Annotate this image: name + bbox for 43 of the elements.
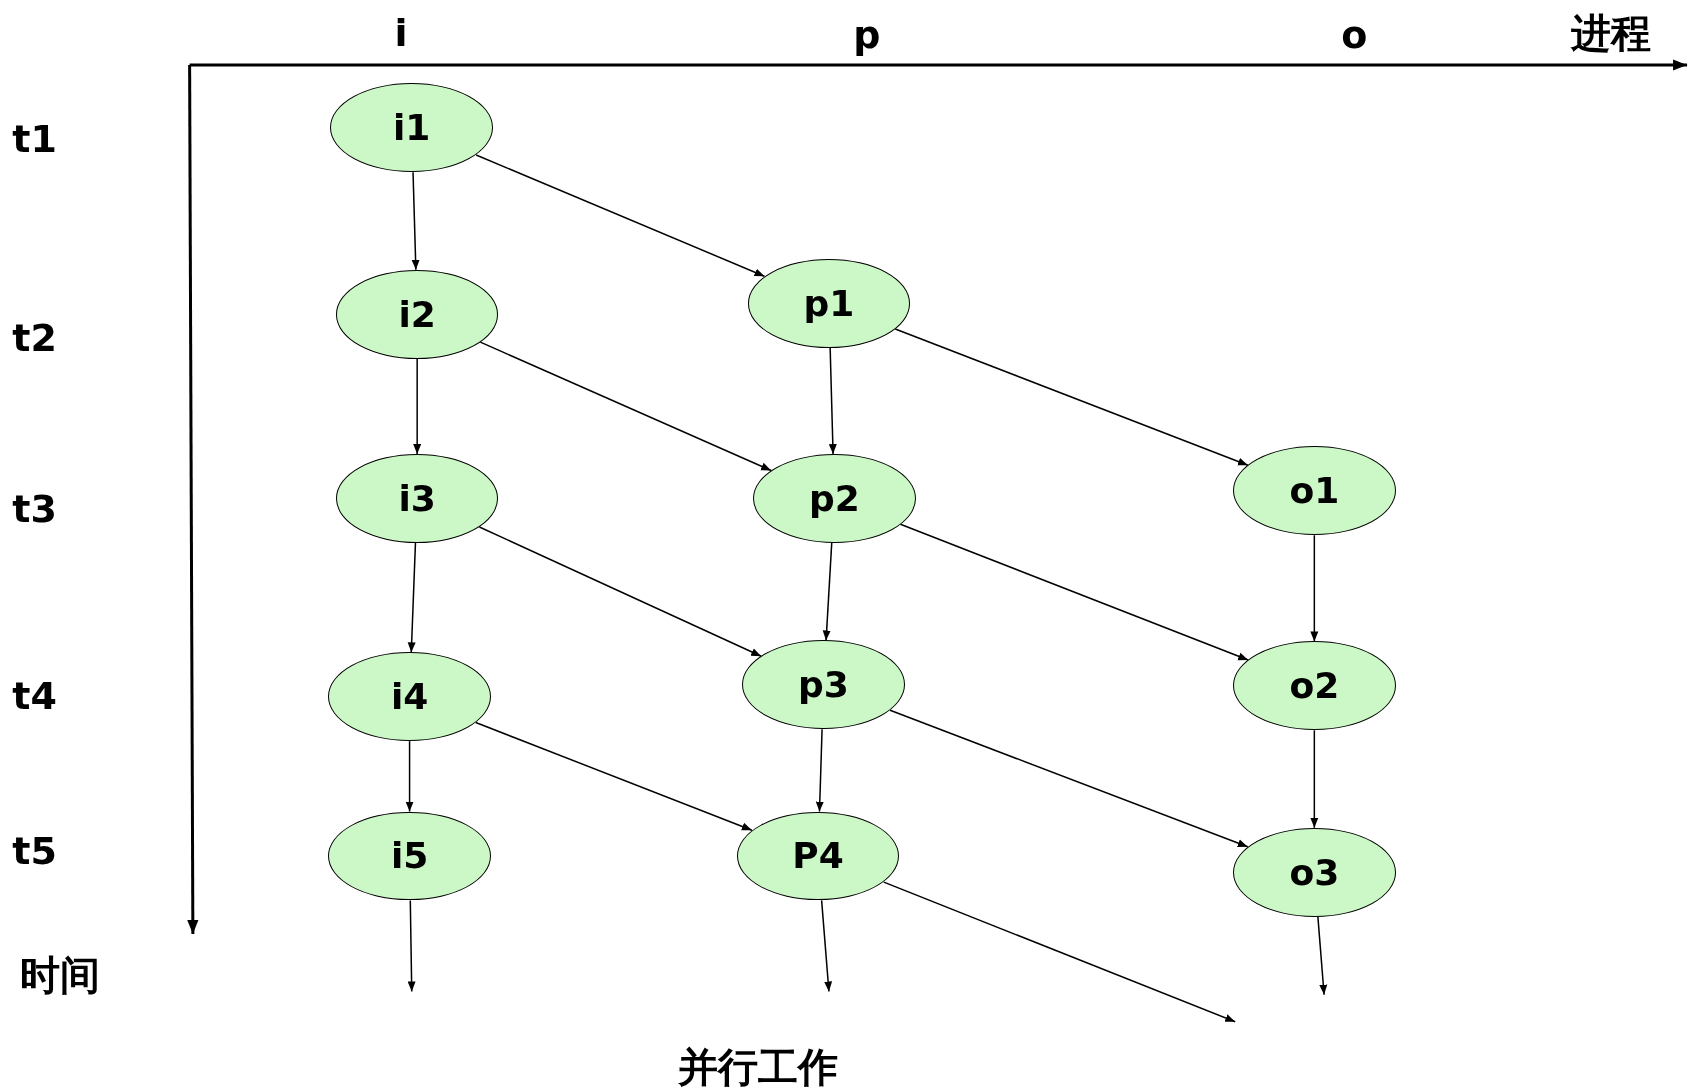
arrow xyxy=(883,881,1236,1023)
axis-label: t4 xyxy=(12,673,57,718)
arrow xyxy=(820,899,833,993)
axis-label: t2 xyxy=(12,316,57,361)
arrow xyxy=(405,740,414,813)
axis-label: o xyxy=(1341,12,1368,57)
arrow xyxy=(815,728,824,813)
arrow xyxy=(828,347,837,455)
axis-label: t3 xyxy=(12,487,57,532)
node-label: o2 xyxy=(1289,665,1340,707)
node-label: i2 xyxy=(398,293,436,335)
arrow xyxy=(407,542,417,654)
arrow xyxy=(1310,534,1319,643)
node-label: i1 xyxy=(393,107,431,149)
arrow xyxy=(894,328,1249,466)
axis-label: i xyxy=(394,10,408,55)
arrow xyxy=(1317,915,1328,996)
node-label: P4 xyxy=(792,835,844,877)
node-label: i5 xyxy=(390,835,429,877)
arrow xyxy=(475,721,753,831)
arrow xyxy=(889,709,1249,848)
arrow xyxy=(475,154,766,278)
node-label: p3 xyxy=(798,664,849,706)
axis-label: p xyxy=(853,12,881,57)
arrow xyxy=(478,526,762,657)
caption: 并行工作 xyxy=(678,1042,839,1092)
arrow xyxy=(822,542,833,642)
node-label: i3 xyxy=(398,477,436,519)
axis-label: t1 xyxy=(12,116,57,161)
node-label: p1 xyxy=(803,282,855,324)
arrow xyxy=(899,523,1249,661)
node-label: o3 xyxy=(1289,851,1340,893)
node-label: o1 xyxy=(1289,470,1340,512)
node-label: p2 xyxy=(808,477,860,519)
node-label: i4 xyxy=(390,676,429,718)
arrow xyxy=(413,357,422,455)
axis-label: 时间 xyxy=(19,950,100,1000)
arrow xyxy=(407,899,416,993)
axis-label: t5 xyxy=(12,828,57,873)
arrow xyxy=(411,171,420,271)
axis-label: 进程 xyxy=(1571,8,1652,57)
arrow xyxy=(1310,729,1319,829)
arrow xyxy=(479,341,772,472)
